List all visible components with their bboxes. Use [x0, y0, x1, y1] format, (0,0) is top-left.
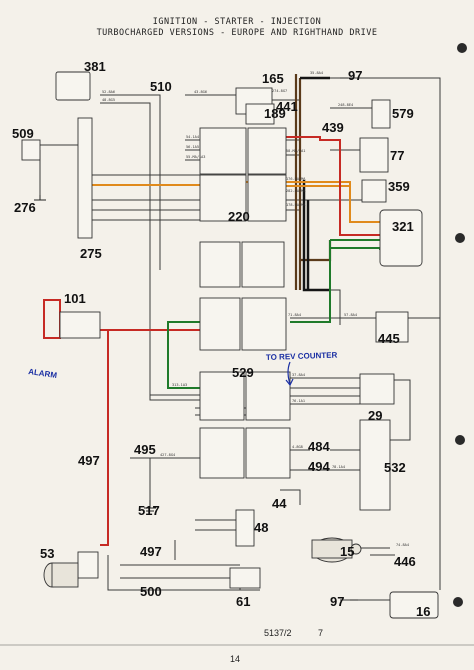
- label-359: 359: [388, 179, 410, 194]
- label-484: 484: [308, 439, 330, 454]
- wire-label: 56-1A5: [186, 145, 199, 149]
- wire-label: 52-8A6: [102, 90, 115, 94]
- black-heavy-wires: [300, 76, 330, 292]
- label-29: 29: [368, 408, 382, 423]
- wire-label: 74-8A4: [396, 543, 409, 547]
- ground-symbols: [34, 77, 358, 601]
- label-509: 509: [12, 126, 34, 141]
- label-97-top: 97: [348, 68, 362, 83]
- label-48: 48: [254, 520, 268, 535]
- wire-label: 313-1A3: [172, 383, 187, 387]
- label-579: 579: [392, 106, 414, 121]
- rev-counter-arrowhead: [285, 378, 294, 387]
- label-101: 101: [64, 291, 86, 306]
- binder-hole-mid2: [455, 435, 465, 445]
- wire-label: 178-BA/MA: [286, 203, 306, 207]
- label-61: 61: [236, 594, 250, 609]
- wire-label: 4-8G8: [292, 445, 303, 449]
- wire-label: 43-8G6: [194, 90, 207, 94]
- label-500: 500: [140, 584, 162, 599]
- wire-label: 78-1A4: [332, 465, 345, 469]
- wire-label: 54-1A4: [186, 135, 199, 139]
- label-16: 16: [416, 604, 430, 619]
- connector-blocks: [21, 71, 439, 619]
- wire-label: 282-8A/MA: [286, 189, 306, 193]
- label-276: 276: [14, 200, 36, 215]
- label-497-lower: 497: [140, 544, 162, 559]
- wire-label: 427-8G4: [160, 453, 175, 457]
- label-446: 446: [394, 554, 416, 569]
- label-97-bottom: 97: [330, 594, 344, 609]
- alarm-note: ALARM: [28, 367, 58, 380]
- label-441: 441: [276, 99, 298, 114]
- header-subtitle: TURBOCHARGED VERSIONS - EUROPE AND RIGHT…: [96, 28, 378, 38]
- label-165: 165: [262, 71, 284, 86]
- wire-label: 37-8A4: [292, 373, 305, 377]
- label-15: 15: [340, 544, 354, 559]
- label-53: 53: [40, 546, 54, 561]
- label-381: 381: [84, 59, 106, 74]
- label-517: 517: [138, 503, 160, 518]
- ref-code: 5137/2: [264, 628, 292, 638]
- label-321: 321: [392, 219, 414, 234]
- wire-label: 176-BA/MA: [286, 177, 306, 181]
- label-495: 495: [134, 442, 156, 457]
- rev-counter-arrow: [287, 361, 291, 385]
- wire-label: 35-8A4: [310, 71, 323, 75]
- label-532: 532: [384, 460, 406, 475]
- wire-label: 274-8G7: [272, 89, 287, 93]
- wire-label: 57-8A4: [344, 313, 357, 317]
- label-445: 445: [378, 331, 400, 346]
- page-number: 14: [230, 654, 240, 664]
- label-275: 275: [80, 246, 102, 261]
- label-494: 494: [308, 459, 330, 474]
- wire-label: 58-MA/2A1: [286, 149, 305, 153]
- label-44: 44: [272, 496, 287, 511]
- rev-counter-note: TO REV COUNTER: [266, 351, 338, 362]
- label-510: 510: [150, 79, 172, 94]
- binder-hole-mid1: [455, 233, 465, 243]
- wire-label: 248-8E4: [338, 103, 353, 107]
- wire-label: 48-8G5: [102, 98, 115, 102]
- binder-hole-top: [457, 43, 467, 53]
- label-220: 220: [228, 209, 250, 224]
- wire-label: 55-MA/1A3: [186, 155, 205, 159]
- scribble: 7: [318, 628, 323, 638]
- ignition-switch: [43, 562, 79, 588]
- label-497-upper: 497: [78, 453, 100, 468]
- starter-motor: [311, 537, 362, 563]
- label-439: 439: [322, 120, 344, 135]
- wire-label: 71-8A4: [288, 313, 301, 317]
- label-189: 189: [264, 106, 286, 121]
- label-77: 77: [390, 148, 404, 163]
- wire-label: 76-1A1: [292, 399, 305, 403]
- binder-hole-bottom: [453, 597, 463, 607]
- header-title: IGNITION - STARTER - INJECTION: [152, 17, 322, 27]
- label-529: 529: [232, 365, 254, 380]
